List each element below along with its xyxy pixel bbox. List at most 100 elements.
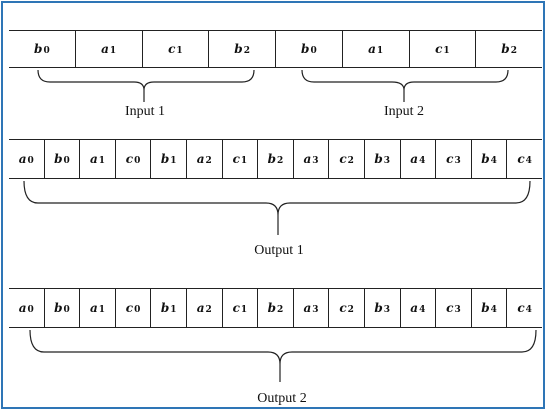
input-2-label: Input 2 — [383, 104, 425, 119]
symbol-subscript: 1 — [98, 305, 105, 315]
symbol-subscript: 3 — [383, 305, 391, 315]
symbol-letter: c — [435, 42, 443, 56]
symbol-subscript: 2 — [510, 46, 517, 56]
symbol-letter: b — [34, 42, 43, 56]
symbol-letter: b — [54, 301, 63, 315]
symbol-letter: a — [89, 152, 98, 166]
symbol-subscript: 1 — [98, 156, 105, 166]
symbol-letter: b — [374, 152, 383, 166]
symbol-letter: c — [446, 301, 454, 315]
symbol-subscript: 3 — [454, 156, 461, 166]
symbol-subscript: 4 — [419, 305, 426, 315]
symbol-subscript: 3 — [383, 156, 391, 166]
symbol-subscript: 4 — [525, 305, 532, 315]
symbol-subscript: 4 — [490, 156, 497, 166]
output-1-label: Output 1 — [254, 243, 304, 258]
output-1-brace — [23, 180, 531, 235]
symbol-letter: c — [517, 301, 525, 315]
symbol-letter: b — [54, 152, 63, 166]
symbol-letter: c — [339, 301, 347, 315]
symbol-letter: c — [339, 152, 347, 166]
symbol-letter: c — [168, 42, 176, 56]
symbol-letter: c — [446, 152, 454, 166]
symbol-subscript: 1 — [176, 46, 183, 56]
symbol-subscript: 0 — [134, 156, 141, 166]
output-2-brace — [29, 329, 537, 382]
input-1-label: Input 1 — [124, 104, 166, 119]
symbol-letter: b — [481, 152, 490, 166]
symbol-subscript: 1 — [443, 46, 450, 56]
symbol-subscript: 1 — [170, 156, 177, 166]
symbol-subscript: 4 — [525, 156, 532, 166]
symbol-letter: c — [125, 301, 134, 315]
symbol-letter: b — [267, 301, 277, 315]
symbol-subscript: 2 — [347, 156, 354, 166]
symbol-subscript: 2 — [277, 305, 284, 315]
symbol-letter: c — [232, 301, 240, 315]
symbol-subscript: 3 — [312, 305, 319, 315]
symbol-letter: b — [374, 301, 383, 315]
symbol-letter: a — [303, 152, 312, 166]
symbol-subscript: 3 — [454, 305, 461, 315]
symbol-subscript: 1 — [376, 46, 384, 56]
symbol-subscript: 3 — [312, 156, 319, 166]
symbol-subscript: 4 — [490, 305, 497, 315]
symbol-subscript: 2 — [205, 305, 212, 315]
symbol-letter: a — [89, 301, 98, 315]
input-1-brace — [37, 69, 255, 102]
symbol-letter: b — [234, 42, 243, 56]
symbol-subscript: 0 — [27, 156, 34, 166]
symbol-subscript: 0 — [63, 305, 70, 315]
symbol-subscript: 0 — [63, 156, 70, 166]
symbol-subscript: 2 — [277, 156, 284, 166]
symbol-subscript: 2 — [205, 156, 212, 166]
symbol-letter: a — [18, 301, 27, 315]
symbol-subscript: 1 — [170, 305, 177, 315]
symbol-letter: c — [517, 152, 525, 166]
symbol-letter: b — [301, 42, 310, 56]
symbol-letter: a — [101, 42, 109, 56]
symbol-letter: c — [232, 152, 240, 166]
symbol-subscript: 4 — [419, 156, 426, 166]
symbol-letter: a — [18, 152, 27, 166]
symbol-letter: a — [196, 152, 205, 166]
input-2-brace — [301, 69, 509, 102]
symbol-letter: a — [303, 301, 312, 315]
symbol-subscript: 0 — [310, 46, 317, 56]
symbol-subscript: 1 — [240, 305, 248, 315]
symbol-letter: c — [125, 152, 134, 166]
symbol-subscript: 0 — [27, 305, 34, 315]
symbol-letter: a — [410, 152, 419, 166]
